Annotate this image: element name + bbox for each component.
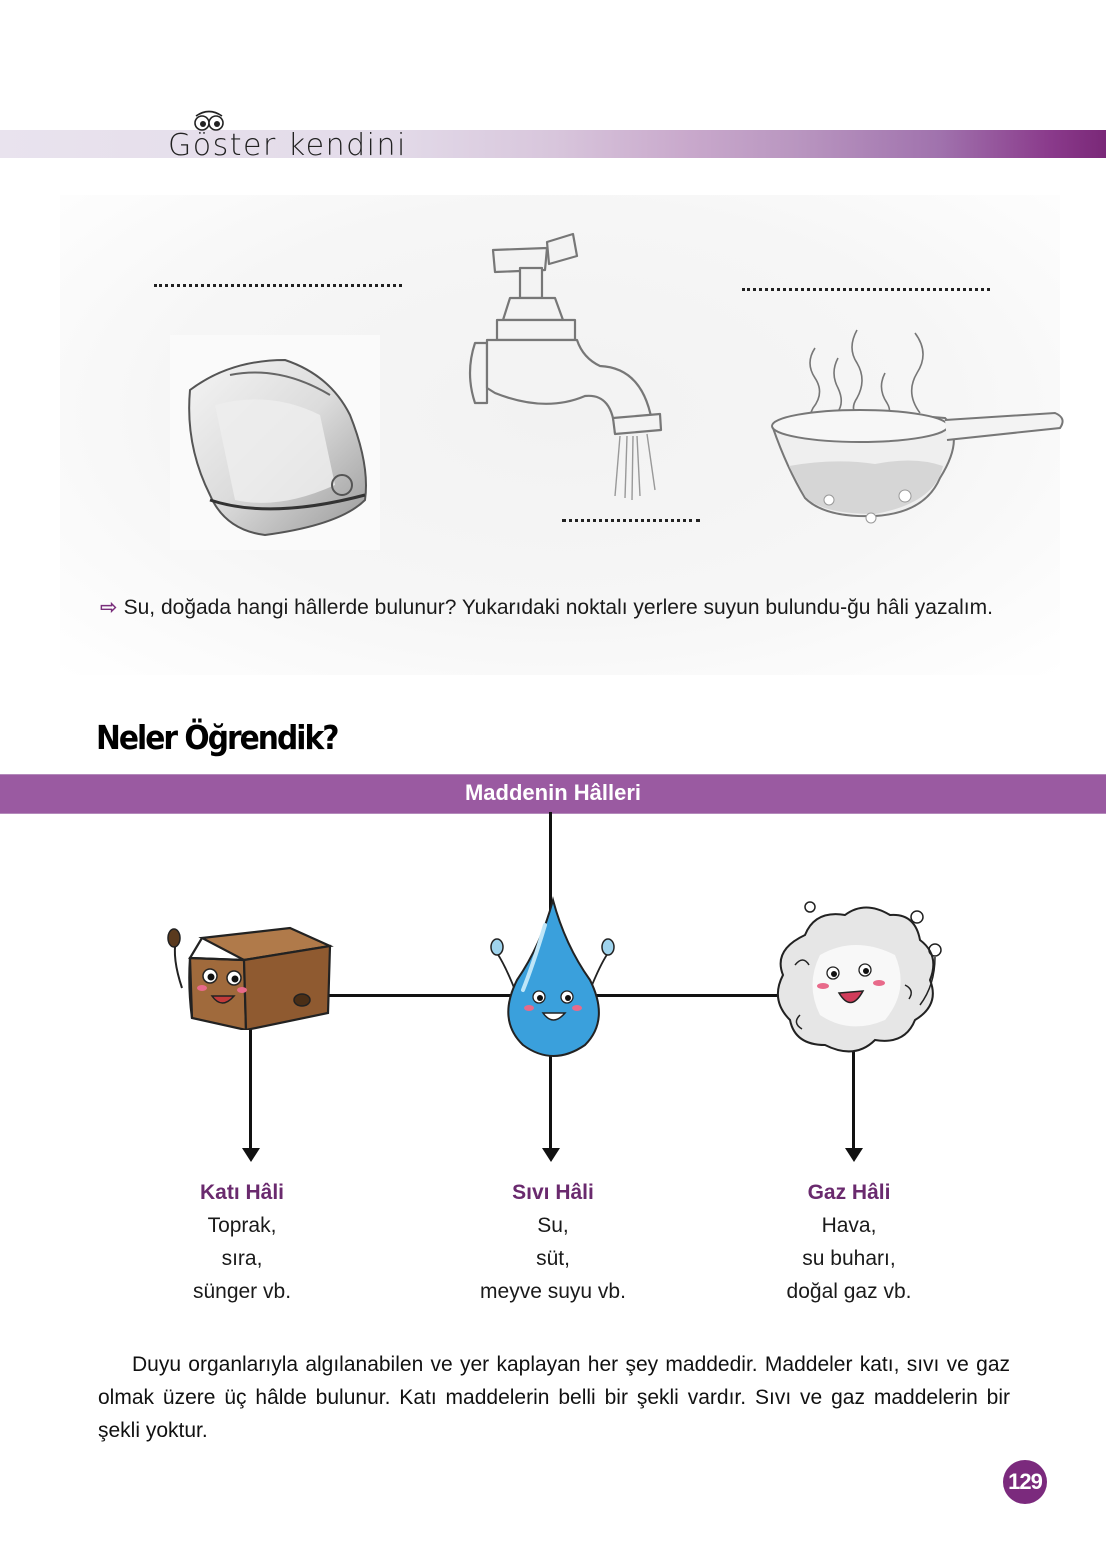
cloud-mascot xyxy=(776,901,942,1053)
topic-bar xyxy=(0,774,1106,814)
ice-cube-image xyxy=(170,335,380,550)
state-label: Gaz Hâli xyxy=(807,1181,891,1204)
answer-blank-liquid[interactable] xyxy=(562,519,700,522)
state-label: Sıvı Hâli xyxy=(512,1181,594,1204)
state-example: meyve suyu vb. xyxy=(480,1280,626,1303)
state-gas: Gaz Hâli Hava, su buharı, doğal gaz vb. xyxy=(719,1176,979,1308)
answer-blank-solid[interactable] xyxy=(154,284,402,287)
arrow-right-icon: ⇨ xyxy=(100,596,118,619)
arrow-down-icon xyxy=(242,1148,260,1162)
state-example: sıra, xyxy=(221,1247,263,1270)
boiling-pot-image xyxy=(771,329,1064,524)
header-band xyxy=(0,130,1106,158)
state-solid: Katı Hâli Toprak, sıra, sünger vb. xyxy=(112,1176,372,1308)
state-example: Hava, xyxy=(821,1214,877,1237)
connector-solid xyxy=(249,1020,252,1152)
page-number: 129 xyxy=(1003,1460,1047,1504)
state-example: su buharı, xyxy=(802,1247,896,1270)
arrow-down-icon xyxy=(845,1148,863,1162)
connector-liquid xyxy=(549,1050,552,1152)
state-example: doğal gaz vb. xyxy=(786,1280,912,1303)
state-liquid: Sıvı Hâli Su, süt, meyve suyu vb. xyxy=(423,1176,683,1308)
activity-question: ⇨Su, doğada hangi hâllerde bulunur? Yuka… xyxy=(100,596,993,619)
eyes-icon xyxy=(194,110,224,131)
state-label: Katı Hâli xyxy=(199,1181,285,1204)
water-drop-mascot xyxy=(490,896,615,1057)
state-example: Su, xyxy=(537,1214,569,1237)
section-title: Göster kendini xyxy=(168,128,407,163)
water-tap-image xyxy=(468,232,663,501)
state-example: sünger vb. xyxy=(192,1280,292,1303)
arrow-down-icon xyxy=(542,1148,560,1162)
summary-paragraph: Duyu organlarıyla algılanabilen ve yer k… xyxy=(98,1353,1010,1442)
brown-cube-mascot xyxy=(167,926,334,1030)
state-example: süt, xyxy=(536,1247,570,1270)
topic-bar-title: Maddenin Hâlleri xyxy=(464,780,642,805)
summary-heading: Neler Öğrendik? xyxy=(96,718,339,757)
answer-blank-gas[interactable] xyxy=(742,288,990,291)
state-example: Toprak, xyxy=(207,1214,277,1237)
connector-gas xyxy=(852,1050,855,1152)
